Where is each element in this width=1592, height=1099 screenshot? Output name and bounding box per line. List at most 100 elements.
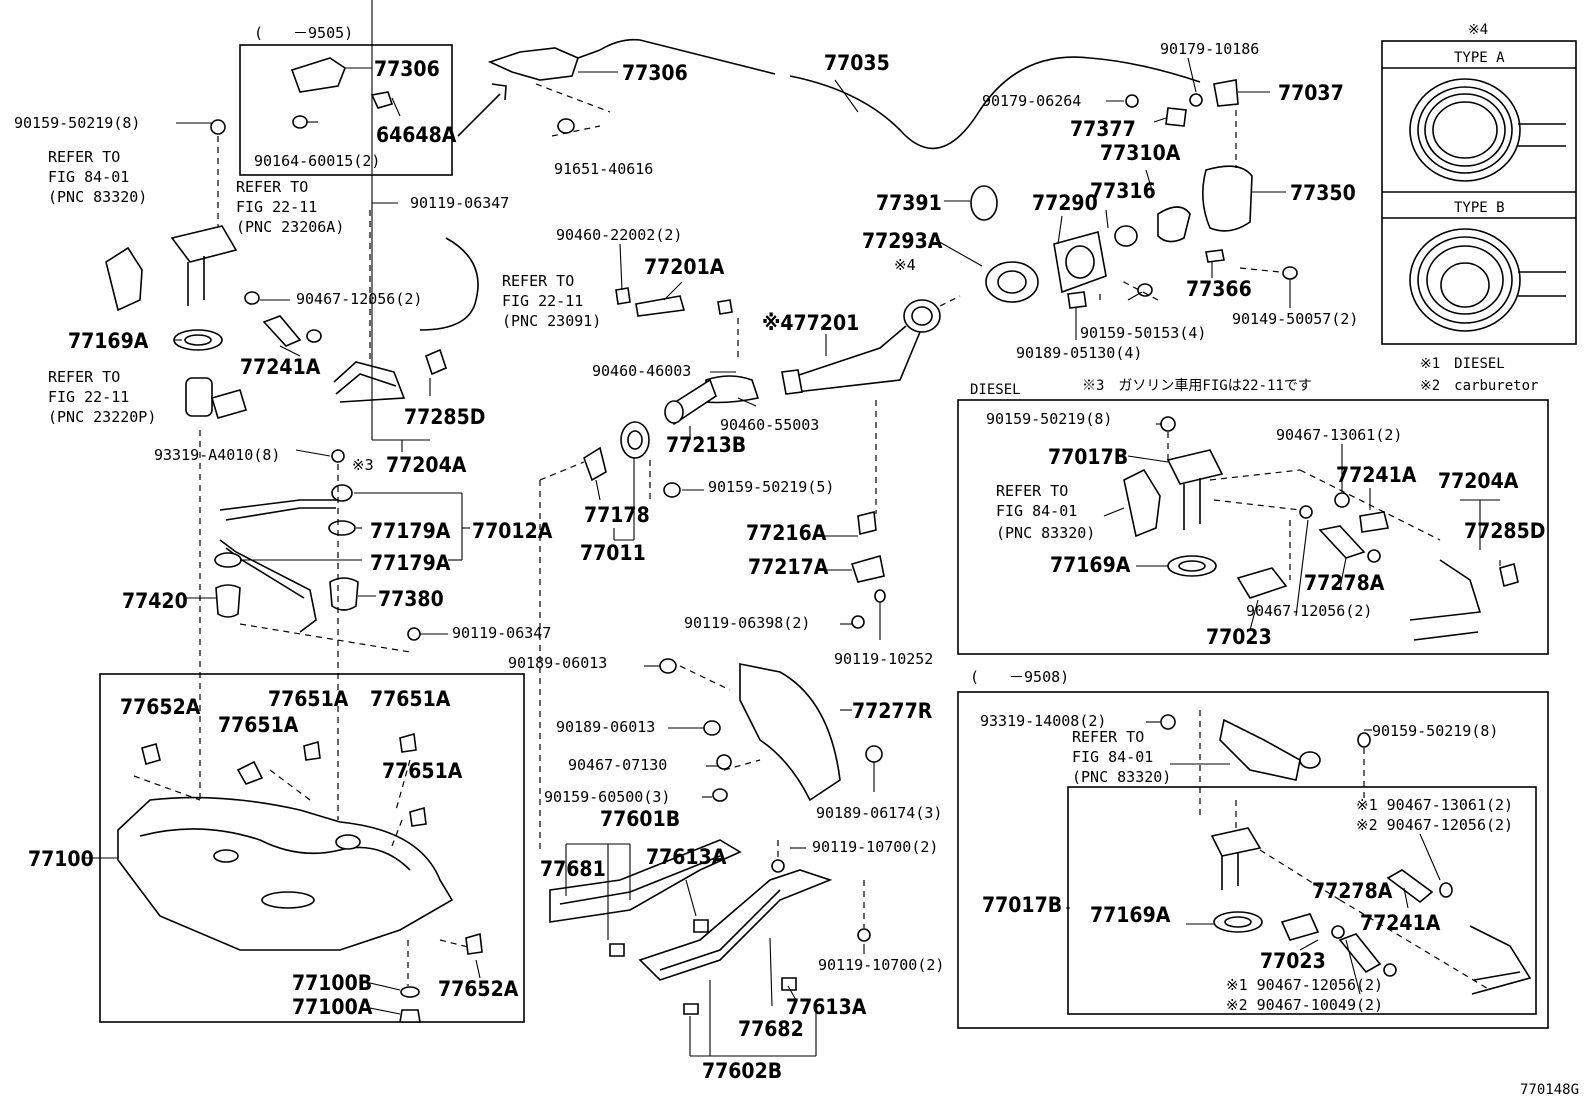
tank-bracket-parts [850, 511, 886, 629]
label-90179-06264: 90179-06264 [982, 92, 1081, 110]
fuel-tube-assembly [333, 237, 479, 403]
lid-lock-parts [1125, 79, 1239, 127]
label-90119-06398: 90119-06398(2) [684, 614, 810, 632]
type-a-gasket-drawing [1409, 78, 1566, 182]
label-77241a-late: 77241A [1360, 911, 1441, 935]
ref3-line3: (PNC 23091) [502, 312, 601, 330]
label-77201a: 77201A [644, 255, 725, 279]
label-90467-12056: 90467-12056(2) [296, 290, 422, 308]
label-77241a-diesel: 77241A [1336, 463, 1417, 487]
ref4-line1: REFER TO [48, 368, 120, 386]
label-77651a-1: 77651A [268, 687, 349, 711]
ref5-line1: REFER TO [996, 482, 1068, 500]
late-model-box [957, 691, 1549, 1029]
legend-type-a: TYPE A [1454, 50, 1505, 66]
small-part-labels: ( －9505) 90164-60015(2) 90159-50219(8) 9… [14, 24, 1579, 1098]
label-90467-13061-diesel: 90467-13061(2) [1276, 426, 1402, 444]
label-77241a: 77241A [240, 355, 321, 379]
legend-type-b: TYPE B [1454, 200, 1505, 216]
diesel-box [957, 399, 1549, 655]
diesel-title: DIESEL [970, 382, 1021, 398]
label-64648a: 64648A [376, 123, 457, 147]
legend-notes: ※4 TYPE A TYPE B ※1 DIESEL ※2 carburetor… [970, 22, 1538, 398]
label-77178: 77178 [584, 503, 650, 527]
label-77651a-2: 77651A [370, 687, 451, 711]
label-77310a: 77310A [1100, 141, 1181, 165]
label-77204a: 77204A [386, 453, 467, 477]
label-77651a-3: 77651A [218, 713, 299, 737]
label-77285d: 77285D [404, 405, 485, 429]
ref6-line1: REFER TO [1072, 728, 1144, 746]
label-77169a-diesel: 77169A [1050, 553, 1131, 577]
label-77169a: 77169A [68, 329, 149, 353]
opener-cable [789, 56, 1201, 149]
label-77278a-late: 77278A [1312, 879, 1393, 903]
lid-opener-inset-parts [290, 57, 394, 129]
fuel-tank [117, 732, 483, 1023]
label-90159-50219-late: 90159-50219(8) [1372, 722, 1498, 740]
label-90159-50219-top: 90159-50219(8) [14, 114, 140, 132]
label-77216a: 77216A [746, 521, 827, 545]
label-77652a-top: 77652A [120, 695, 201, 719]
label-mark4: ※4 [894, 256, 916, 274]
label-90467-07130: 90467-07130 [568, 756, 667, 774]
label-77391: 77391 [876, 191, 942, 215]
label-77681: 77681 [540, 857, 606, 881]
label-90149-50057: 90149-50057(2) [1232, 310, 1358, 328]
label-90460-55003: 90460-55003 [720, 416, 819, 434]
label-77366: 77366 [1186, 277, 1252, 301]
label-77100a: 77100A [292, 995, 373, 1019]
label-77204a-diesel: 77204A [1438, 469, 1519, 493]
label-91651-40616: 91651-40616 [554, 160, 653, 178]
ref2-line2: FIG 22-11 [236, 198, 317, 216]
ref4-line3: (PNC 23220P) [48, 408, 156, 426]
leader-lines [84, 0, 1501, 1057]
label-77613a-upper: 77613A [646, 845, 727, 869]
label-77316: 77316 [1090, 179, 1156, 203]
label-90189-05130: 90189-05130(4) [1016, 344, 1142, 362]
ref6-line2: FIG 84-01 [1072, 748, 1153, 766]
filler-neck-assembly [583, 421, 681, 498]
heat-protector [659, 658, 883, 802]
label-90179-10186: 90179-10186 [1160, 40, 1259, 58]
ref3-line2: FIG 22-11 [502, 292, 583, 310]
label-90119-10700-a: 90119-10700(2) [812, 838, 938, 856]
legend-note2: ※2 carburetor [1420, 378, 1538, 394]
label-90119-06347-lower: 90119-06347 [452, 624, 551, 642]
label-90467-12056-late-b: ※1 90467-12056(2) [1226, 976, 1383, 994]
label-77306-inset: 77306 [374, 57, 440, 81]
fuel-tank-box [99, 673, 525, 1023]
label-77377: 77377 [1070, 117, 1136, 141]
ref2-line1: REFER TO [236, 178, 308, 196]
label-90189-06174: 90189-06174(3) [816, 804, 942, 822]
label-77682: 77682 [738, 1017, 804, 1041]
ref4-line2: FIG 22-11 [48, 388, 129, 406]
label-early-range: ( －9505) [254, 24, 353, 42]
label-77652a-bottom: 77652A [438, 977, 519, 1001]
late-model-parts [1160, 714, 1532, 995]
ref6-line3: (PNC 83320) [1072, 768, 1171, 786]
label-77290: 77290 [1032, 191, 1098, 215]
label-77613a-lower: 77613A [786, 995, 867, 1019]
direction-arrow [457, 83, 507, 137]
fuel-main-tube [214, 449, 421, 641]
dashed-connections [133, 83, 1491, 991]
fuel-pump-and-gauge [105, 119, 322, 419]
label-93319-a4010: 93319-A4010(8) [154, 446, 280, 464]
inset-box-early-model [239, 44, 453, 176]
ref5-line3: (PNC 83320) [996, 524, 1095, 542]
label-90159-60500: 90159-60500(3) [544, 788, 670, 806]
type-b-gasket-drawing [1409, 228, 1566, 332]
label-77100b: 77100B [292, 971, 372, 995]
ref1-line3: (PNC 83320) [48, 188, 147, 206]
label-77602b: 77602B [702, 1059, 782, 1083]
label-77100: 77100 [28, 847, 94, 871]
label-77350: 77350 [1290, 181, 1356, 205]
label-90119-10252: 90119-10252 [834, 650, 933, 668]
ref3-line1: REFER TO [502, 272, 574, 290]
label-77601b: 77601B [600, 807, 680, 831]
fuel-inlet-pipe [615, 287, 941, 426]
diesel-note3: ※3 ガソリン車用FIGは22-11です [1082, 377, 1312, 394]
label-90460-46003: 90460-46003 [592, 362, 691, 380]
